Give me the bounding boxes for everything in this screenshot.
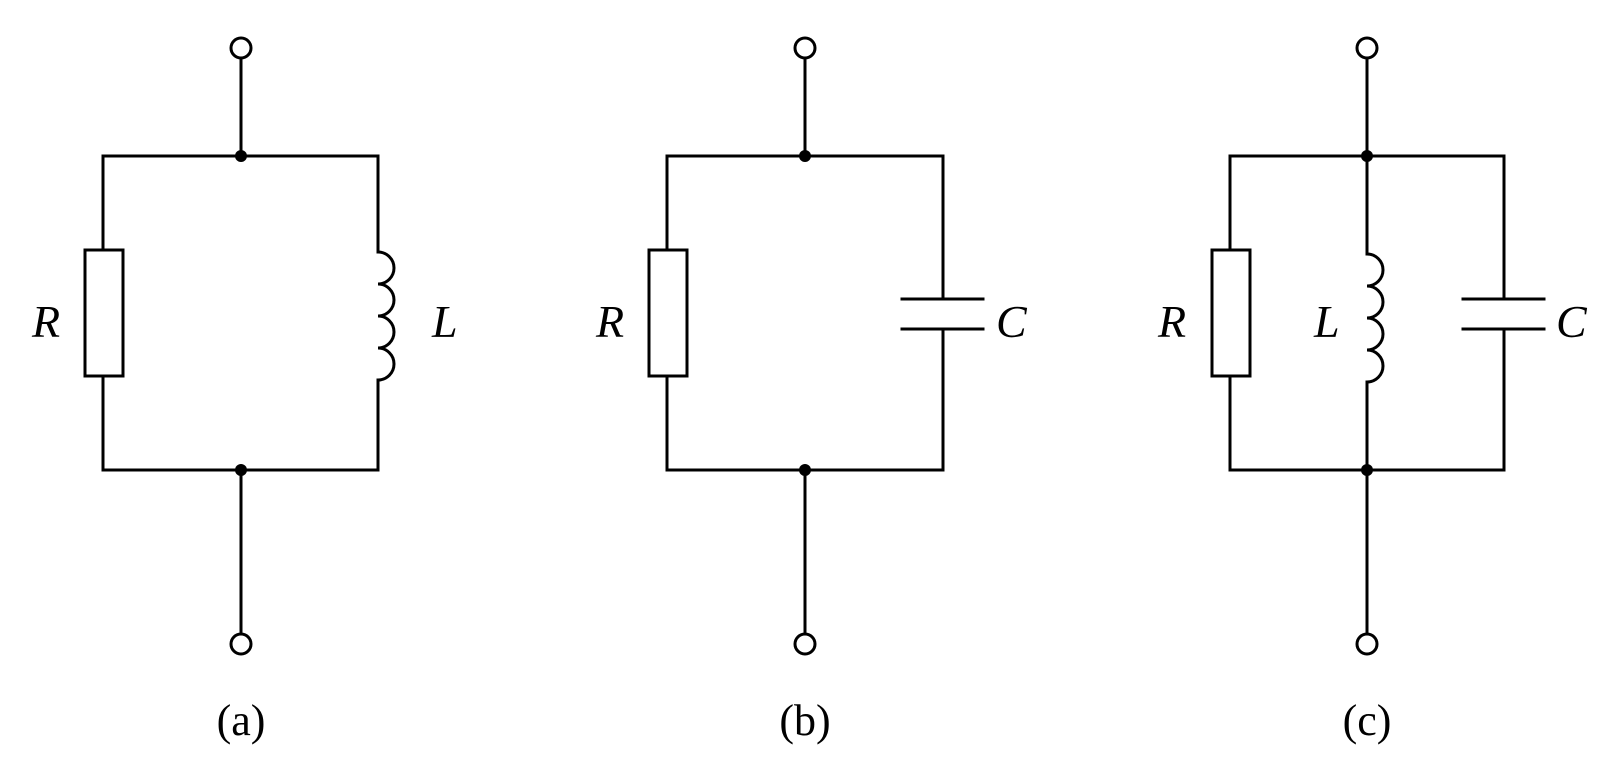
top-terminal xyxy=(229,36,253,60)
top-junction-node xyxy=(799,150,811,162)
caption-a: (a) xyxy=(217,696,266,745)
bottom-terminal xyxy=(793,632,817,656)
capacitor-label: C xyxy=(1556,296,1588,347)
bottom-terminal xyxy=(229,632,253,656)
inductor-symbol xyxy=(376,250,396,382)
circuit-a: R L (a) xyxy=(31,36,458,745)
resistor-symbol xyxy=(1210,248,1252,378)
inductor-label: L xyxy=(431,296,458,347)
circuit-c: R L C (c) xyxy=(1157,36,1588,745)
caption-c: (c) xyxy=(1343,696,1392,745)
top-junction-node xyxy=(235,150,247,162)
resistor-label: R xyxy=(595,296,624,347)
circuit-b: R C (b) xyxy=(595,36,1028,745)
resistor-symbol xyxy=(83,248,125,378)
top-terminal xyxy=(1355,36,1379,60)
inductor-label: L xyxy=(1313,296,1340,347)
capacitor-label: C xyxy=(996,296,1028,347)
top-terminal xyxy=(793,36,817,60)
resistor-symbol xyxy=(647,248,689,378)
resistor-label: R xyxy=(31,296,60,347)
bottom-terminal xyxy=(1355,632,1379,656)
resistor-label: R xyxy=(1157,296,1186,347)
inductor-symbol xyxy=(1365,252,1385,384)
caption-b: (b) xyxy=(779,696,830,745)
